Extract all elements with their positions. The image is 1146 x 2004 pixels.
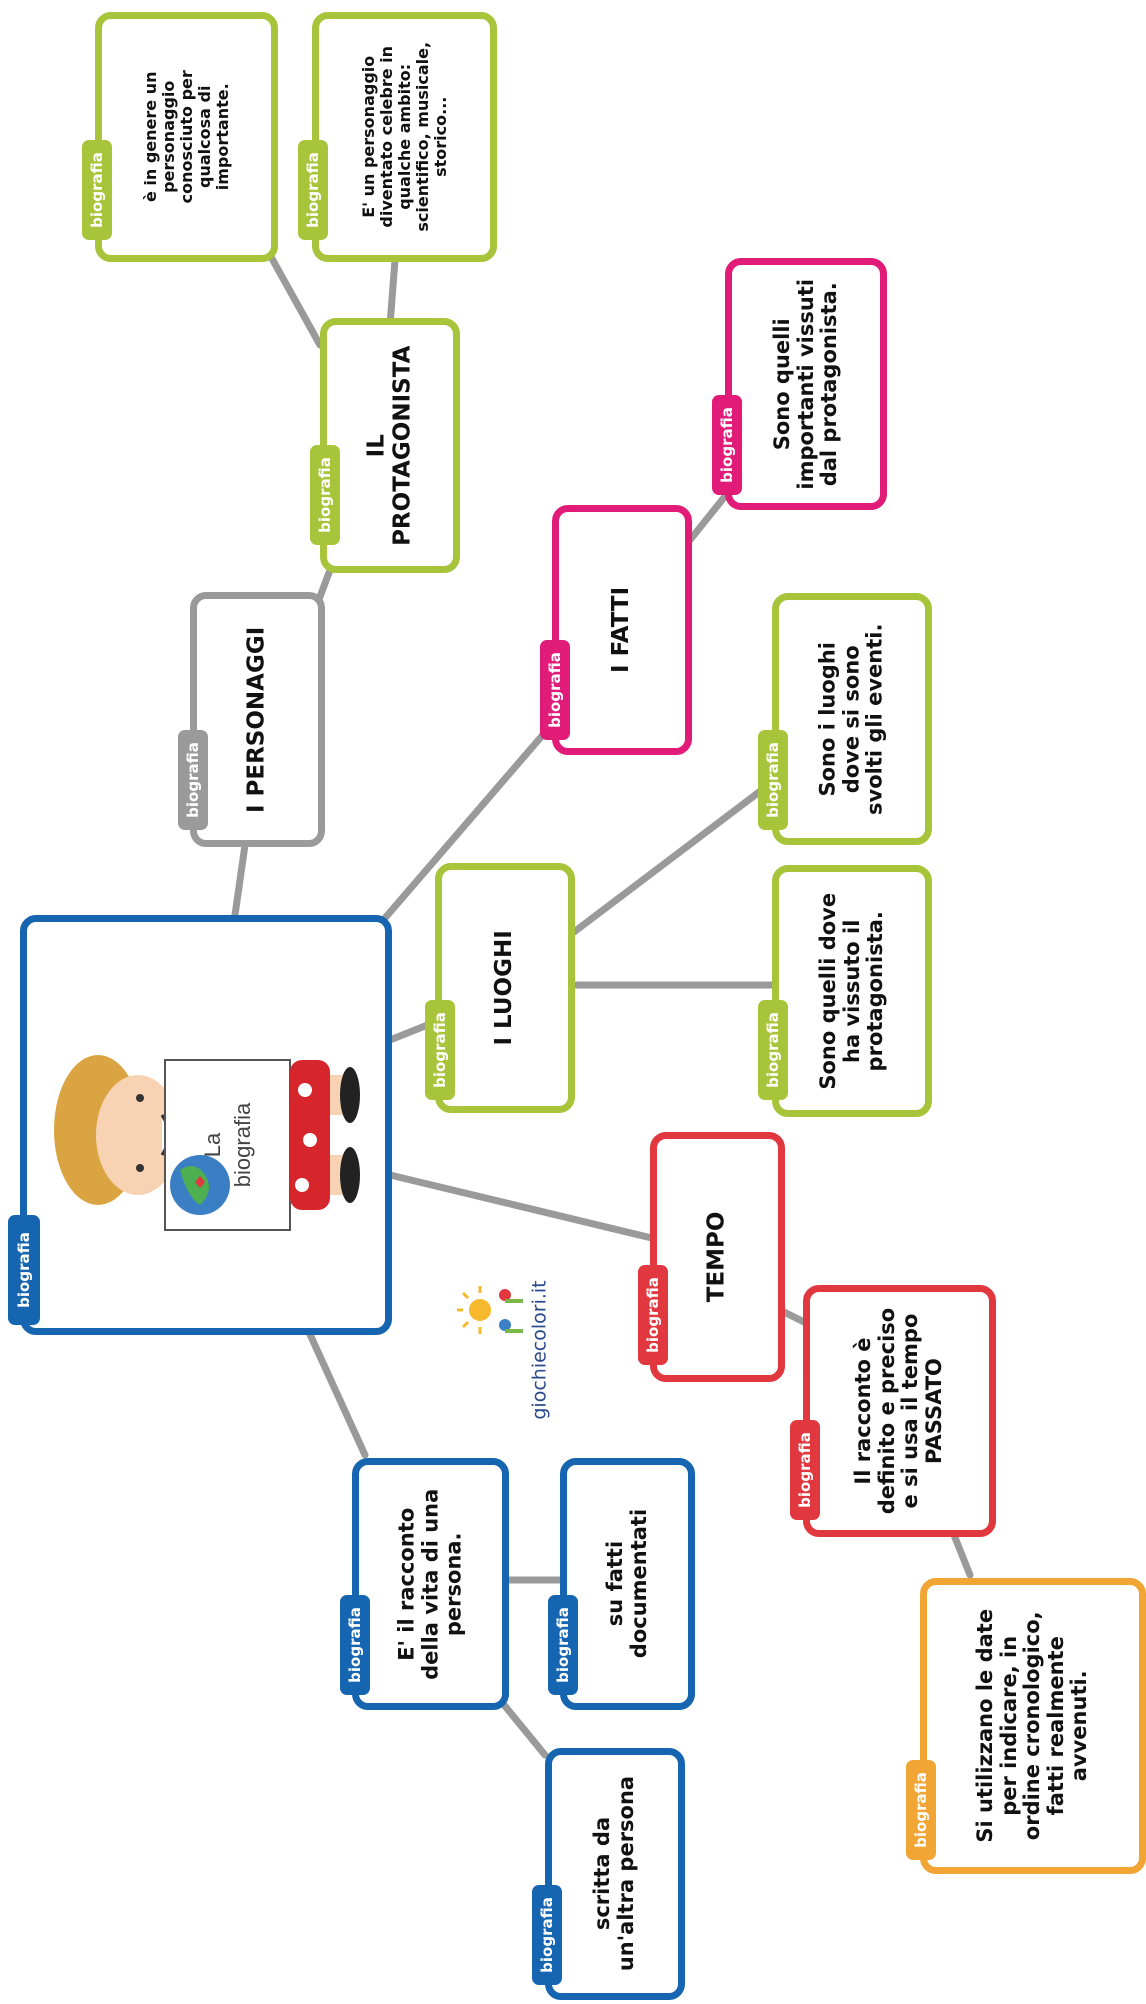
node-racconto-content: E' il racconto della vita di una persona… [359,1465,502,1703]
center-node-tab: biografia [8,1215,40,1325]
node-personaggi-content: I PERSONAGGI [197,599,318,840]
fatti-desc-text: Sono quelli importanti vissuti dal prota… [769,278,841,490]
connector-protagonista-celebre [386,256,399,329]
protagonista-genere-text: è in genere un personaggio conosciuto pe… [140,70,232,204]
protagonista-celebre-text: E' un personaggio diventato celebre in q… [358,42,450,232]
node-luoghi [435,863,575,1113]
node-fatti-desc [725,258,887,510]
node-tempo-date-content: Si utilizzano le date per indicare, in o… [927,1585,1139,1867]
node-altra-persona-tab: biografia [532,1885,562,1985]
connector-protagonista-genere [266,251,324,349]
connector-luoghi-eventi [566,776,779,939]
fatti-label: I FATTI [608,586,635,674]
node-tempo [650,1132,785,1382]
node-racconto-tab: biografia [340,1595,370,1695]
node-tempo-passato-tab: biografia [790,1420,820,1520]
node-luoghi-vissuto [772,865,932,1117]
node-luoghi-vissuto-content: Sono quelli dove ha vissuto il protagoni… [779,872,925,1110]
girl-holding-sign-illustration: La biografia [54,1055,360,1231]
node-tempo-date [920,1578,1146,1874]
racconto-text: E' il racconto della vita di una persona… [394,1488,466,1680]
node-protagonista-genere-content: è in genere un personaggio conosciuto pe… [102,19,271,255]
giochiecolori-logo-icon [457,1286,523,1334]
node-fatti-content: I FATTI [559,512,685,748]
node-luoghi-tab: biografia [425,1000,455,1100]
svg-text:biografia: biografia [230,1102,255,1187]
node-tempo-content: TEMPO [657,1139,778,1375]
node-tempo-date-tab: biografia [906,1760,936,1860]
luoghi-eventi-text: Sono i luoghi dove si sono svolti gli ev… [815,623,887,815]
node-protagonista-celebre-tab: biografia [298,140,328,240]
node-fatti [552,505,692,755]
node-protagonista-celebre [312,12,497,262]
node-protagonista-genere [95,12,278,262]
connector-center-racconto [304,1326,369,1459]
illustration-sign-text: La [200,1132,225,1157]
node-protagonista-content: IL PROTAGONISTA [327,325,453,566]
node-fatti-documentati-tab: biografia [548,1595,578,1695]
node-fatti-tab: biografia [540,640,570,740]
luoghi-vissuto-text: Sono quelli dove ha vissuto il protagoni… [815,892,887,1090]
node-luoghi-eventi-tab: biografia [758,730,788,830]
connector-center-fatti [381,711,564,922]
node-protagonista-genere-tab: biografia [82,140,112,240]
tempo-date-text: Si utilizzano le date per indicare, in o… [973,1609,1092,1843]
node-fatti-desc-content: Sono quelli importanti vissuti dal prota… [732,265,880,503]
node-protagonista-celebre-content: E' un personaggio diventato celebre in q… [319,19,490,255]
node-fatti-desc-tab: biografia [712,395,742,495]
node-luoghi-vissuto-tab: biografia [758,1000,788,1100]
node-altra-persona [545,1748,685,2000]
node-tempo-tab: biografia [638,1265,668,1365]
connector-fatti-desc [686,486,734,544]
node-tempo-passato [803,1285,996,1537]
node-luoghi-eventi [772,593,932,845]
node-tempo-passato-content: Il racconto è definito e preciso e si us… [810,1292,989,1530]
node-protagonista-tab: biografia [310,445,340,545]
protagonista-label: IL PROTAGONISTA [363,345,415,546]
node-fatti-documentati [560,1458,695,1710]
personaggi-label: I PERSONAGGI [243,626,270,813]
fatti-documentati-text: su fatti documentati [602,1509,651,1659]
node-luoghi-eventi-content: Sono i luoghi dove si sono svolti gli ev… [779,600,925,838]
node-personaggi-tab: biografia [178,730,208,830]
altra-persona-text: scritta da un'altra persona [590,1776,639,1972]
node-personaggi [190,592,325,847]
connector-center-personaggi [231,841,249,919]
node-altra-persona-content: scritta da un'altra persona [552,1755,678,1993]
luoghi-label: I LUOGHI [491,930,518,1046]
node-luoghi-content: I LUOGHI [442,870,568,1106]
node-racconto [352,1458,509,1710]
tempo-label: TEMPO [703,1211,730,1303]
logo-text: giochiecolori.it [529,1280,552,1420]
node-fatti-documentati-content: su fatti documentati [567,1465,688,1703]
tempo-passato-text: Il racconto è definito e preciso e si us… [851,1307,947,1515]
connector-racconto-altra [496,1696,549,1759]
connector-center-tempo [386,1171,664,1244]
